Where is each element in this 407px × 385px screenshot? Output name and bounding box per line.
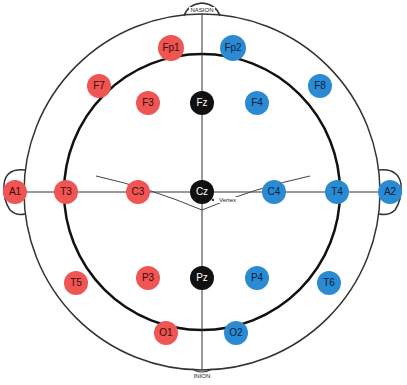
- head-circle: [24, 14, 380, 370]
- electrode-label: A1: [9, 187, 21, 197]
- electrode-circle: Fz: [190, 91, 214, 115]
- electrode-circle: F4: [245, 91, 269, 115]
- electrode-circle: O2: [224, 321, 248, 345]
- electrode-circle: F8: [308, 74, 332, 98]
- electrode-label: Cz: [196, 187, 208, 197]
- electrode-label: C3: [132, 187, 145, 197]
- electrode-label: P3: [142, 273, 154, 283]
- electrode-circle: A1: [3, 180, 27, 204]
- electrode-label: T4: [331, 187, 343, 197]
- electrode-circle: T5: [64, 271, 88, 295]
- electrode-label: C4: [268, 187, 281, 197]
- vertex-dot: [212, 199, 214, 201]
- electrode-label: Fz: [196, 98, 207, 108]
- electrode-circle: T3: [54, 180, 78, 204]
- electrode-label: Fp2: [224, 43, 241, 53]
- electrode-circle: T6: [317, 271, 341, 295]
- electrode-circle: F7: [87, 74, 111, 98]
- electrode-circle: T4: [325, 180, 349, 204]
- electrode-label: Pz: [196, 273, 208, 283]
- electrode-label: T5: [70, 278, 82, 288]
- guide-curve: [96, 176, 310, 210]
- electrode-circle: P3: [136, 266, 160, 290]
- electrode-label: O1: [159, 328, 172, 338]
- landmark-label: Vertex: [218, 197, 237, 203]
- electrode-label: P4: [251, 273, 263, 283]
- electrode-label: F8: [314, 81, 326, 91]
- electrode-circle: C3: [126, 180, 150, 204]
- electrode-label: Fp1: [162, 43, 179, 53]
- electrode-circle: Cz: [190, 180, 214, 204]
- landmark-label: INION: [193, 373, 212, 379]
- electrode-circle: O1: [154, 321, 178, 345]
- electrode-circle: Fp2: [220, 35, 246, 61]
- electrode-circle: Fp1: [158, 35, 184, 61]
- electrode-label: F4: [251, 98, 263, 108]
- electrode-label: T6: [323, 278, 335, 288]
- electrode-circle: A2: [378, 180, 402, 204]
- electrode-circle: C4: [262, 180, 286, 204]
- electrode-circle: Pz: [190, 266, 214, 290]
- electrode-label: A2: [384, 187, 396, 197]
- landmark-label: NASION: [189, 7, 214, 13]
- electrode-label: F7: [93, 81, 105, 91]
- electrode-circle: P4: [245, 266, 269, 290]
- electrode-label: O2: [229, 328, 242, 338]
- electrode-circle: F3: [136, 91, 160, 115]
- right-ear: [379, 170, 401, 215]
- electrode-label: T3: [60, 187, 72, 197]
- electrode-label: F3: [142, 98, 154, 108]
